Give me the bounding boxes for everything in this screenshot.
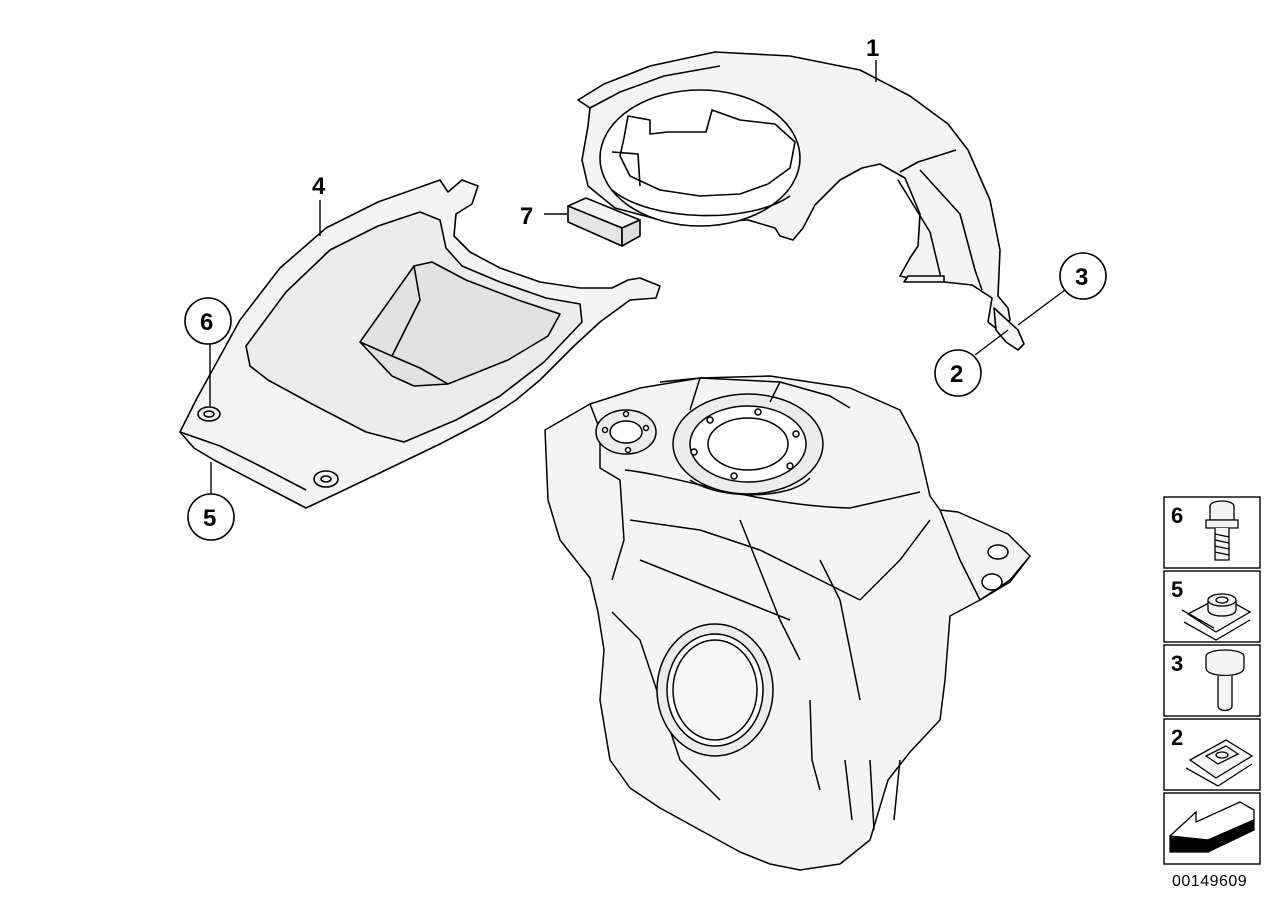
rubber-buffer-icon (1205, 649, 1245, 712)
clip-nut-icon (1181, 593, 1252, 641)
callout-4[interactable]: 4 (312, 173, 326, 200)
legend-label-2: 2 (1171, 725, 1183, 750)
callout-2-circle (934, 349, 982, 397)
leader-lines (209, 60, 1066, 494)
spring-nut-icon (1185, 739, 1254, 787)
back-arrow-icon[interactable] (1168, 801, 1255, 854)
callout-7[interactable]: 7 (520, 203, 533, 230)
callout-6[interactable]: 6 (200, 309, 213, 336)
callout-3[interactable]: 3 (1075, 264, 1088, 291)
part-4-trim-cover[interactable] (179, 179, 661, 509)
callout-5[interactable]: 5 (203, 505, 216, 532)
callout-1[interactable]: 1 (866, 35, 879, 62)
legend-label-5: 5 (1171, 577, 1183, 602)
legend-label-3: 3 (1171, 651, 1183, 676)
callout-3-circle (1059, 252, 1107, 300)
bolt-icon (1205, 500, 1239, 561)
fuel-tank-body (544, 375, 1031, 871)
callout-5-circle (187, 493, 235, 541)
part-1-tank-cover[interactable] (577, 51, 1025, 351)
document-number: 00149609 (1172, 873, 1247, 890)
callout-2[interactable]: 2 (950, 361, 963, 388)
callouts: 1 4 7 3 2 6 5 (184, 35, 1107, 541)
legend-label-6: 6 (1171, 503, 1183, 528)
callout-6-circle (184, 297, 232, 345)
part-7-foam-pad[interactable] (567, 197, 641, 247)
